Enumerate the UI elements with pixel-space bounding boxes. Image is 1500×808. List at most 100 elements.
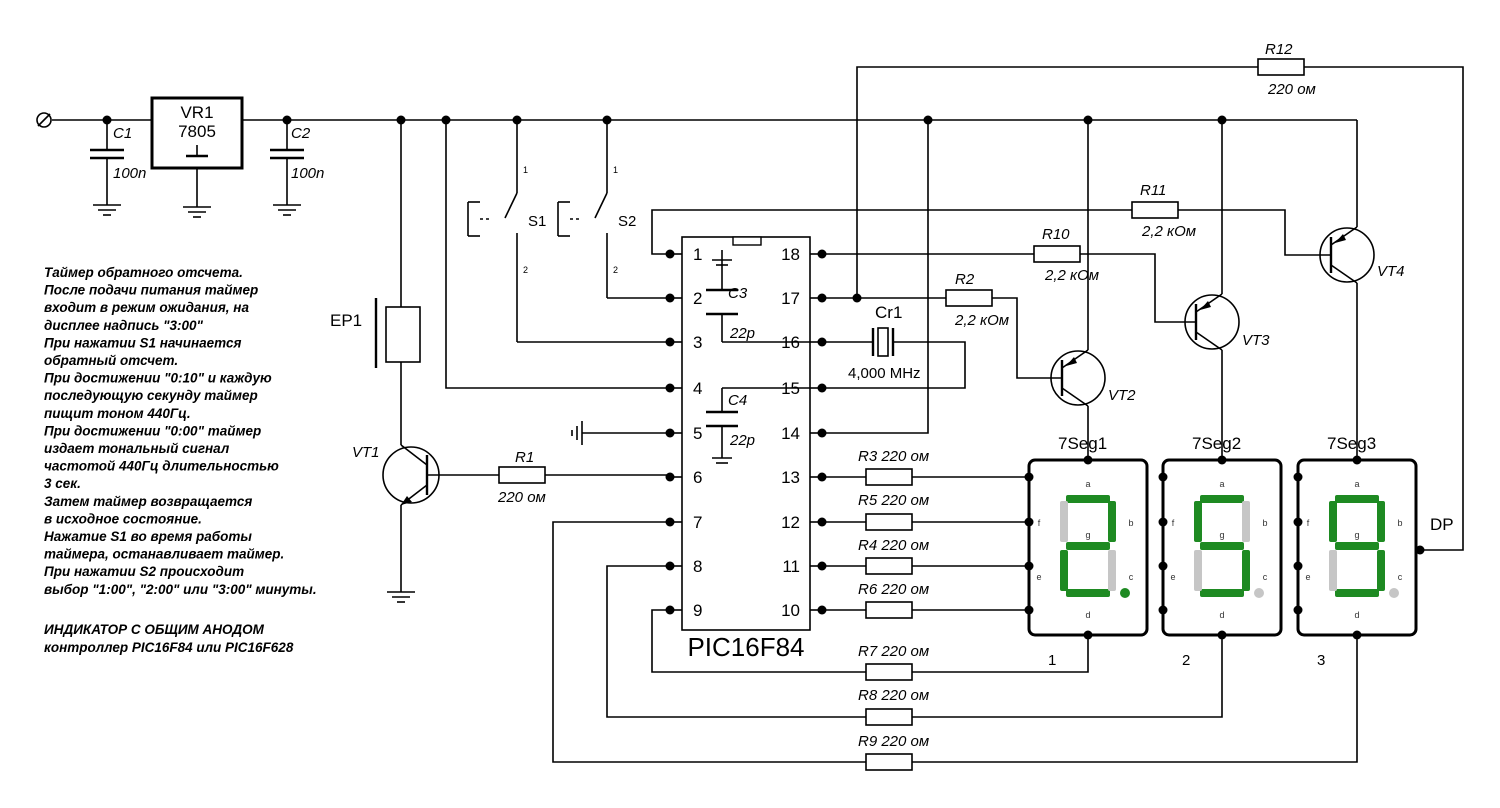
mcu-pin-label-left: 7	[693, 513, 702, 532]
segment-d	[1200, 589, 1244, 597]
r4-label: R4 220 ом	[858, 537, 929, 554]
description-line: Затем таймер возвращается	[44, 494, 252, 509]
description-line: Нажатие S1 во время работы	[44, 529, 252, 544]
mcu-pin-label-left: 8	[693, 557, 702, 576]
capacitor-c1: C1 100n	[90, 120, 146, 216]
segment-c	[1108, 550, 1116, 591]
segment-letter: g	[1085, 530, 1090, 540]
mcu-pin-label-left: 4	[693, 379, 702, 398]
vt4-name: VT4	[1377, 263, 1405, 280]
mcu-pin-label-right: 13	[781, 468, 800, 487]
segment-letter: a	[1354, 479, 1359, 489]
description-line: При достижении "0:00" таймер	[44, 423, 261, 438]
c1-value: 100n	[113, 165, 146, 182]
r12-name: R12	[1265, 41, 1293, 58]
c3-name: C3	[728, 285, 748, 302]
resistor-r10: R10 2,2 кОм	[822, 226, 1196, 323]
segment-e	[1060, 550, 1068, 591]
wire-pin4	[445, 120, 670, 389]
resistor-r7: R7 220 ом	[651, 609, 1089, 681]
mcu-pin-label-right: 14	[781, 424, 800, 443]
transistor-vt2: VT2	[1050, 120, 1136, 460]
segment-letter: d	[1219, 610, 1224, 620]
display-name: 7Seg3	[1327, 434, 1376, 453]
resistor-r12: R12 220 ом	[1257, 41, 1464, 551]
c2-name: C2	[291, 125, 311, 142]
segment-g	[1335, 542, 1379, 550]
description-line: входит в режим ожидания, на	[44, 300, 249, 315]
dp-label: DP	[1430, 515, 1454, 534]
mcu-pin-dot	[665, 337, 675, 347]
mcu-pin-dot	[665, 293, 675, 303]
mcu-pin-label-right: 12	[781, 513, 800, 532]
s2-pin-bottom: 2	[613, 265, 618, 275]
s2-name: S2	[618, 213, 636, 230]
r7-label: R7 220 ом	[858, 643, 929, 660]
description-footer-line: ИНДИКАТОР С ОБЩИМ АНОДОМ	[44, 622, 265, 637]
resistor-r9: R9 220 ом	[552, 521, 1358, 771]
c3-value: 22p	[729, 325, 755, 342]
capacitor-c4: C4 22p	[706, 387, 810, 464]
segment-a	[1335, 495, 1379, 503]
segment-dp	[1389, 588, 1399, 598]
r11-value: 2,2 кОм	[1141, 223, 1196, 240]
mcu-pin-label-left: 3	[693, 333, 702, 352]
s2-pin-top: 1	[613, 165, 618, 175]
resistor-r1: R1 220 ом	[497, 449, 670, 506]
segment-letter: c	[1263, 572, 1268, 582]
segment-d	[1335, 589, 1379, 597]
display-name: 7Seg2	[1192, 434, 1241, 453]
segment-f	[1060, 501, 1068, 542]
c4-name: C4	[728, 392, 747, 409]
segment-f	[1329, 501, 1337, 542]
segment-letter: b	[1397, 518, 1402, 528]
resistor-r4: R4 220 ом	[822, 537, 1029, 575]
buzzer-ep1: EP1	[330, 120, 421, 445]
mcu-name: PIC16F84	[687, 632, 804, 662]
c2-value: 100n	[291, 165, 324, 182]
r6-label: R6 220 ом	[858, 581, 929, 598]
resistor-r11: R11 2,2 кОм	[1131, 182, 1331, 256]
switch-s1: 1 2 S1	[467, 120, 670, 343]
segment-a	[1066, 495, 1110, 503]
s1-pin-top: 1	[523, 165, 528, 175]
segment-letter: e	[1170, 572, 1175, 582]
display-number: 2	[1182, 652, 1190, 669]
description-text: Таймер обратного отсчета.После подачи пи…	[44, 265, 317, 655]
description-line: частотой 440Гц длительностью	[44, 459, 279, 474]
resistor-r8: R8 220 ом	[606, 565, 1223, 726]
s1-name: S1	[528, 213, 546, 230]
r1-value: 220 ом	[497, 489, 546, 506]
capacitor-c2: C2 100n	[270, 120, 324, 216]
r10-value: 2,2 кОм	[1044, 267, 1099, 284]
segment-letter: c	[1129, 572, 1134, 582]
segment-dp	[1254, 588, 1264, 598]
description-line: издает тональный сигнал	[44, 441, 230, 456]
cr1-value: 4,000 MHz	[848, 365, 921, 382]
description-line: При нажатии S2 происходит	[44, 564, 244, 579]
segment-d	[1066, 589, 1110, 597]
segment-b	[1242, 501, 1250, 542]
description-line: Таймер обратного отсчета.	[44, 265, 243, 280]
segment-g	[1066, 542, 1110, 550]
r8-label: R8 220 ом	[858, 687, 929, 704]
segment-letter: a	[1219, 479, 1224, 489]
segment-e	[1194, 550, 1202, 591]
segment-letter: g	[1219, 530, 1224, 540]
segment-c	[1377, 550, 1385, 591]
description-footer-line: контроллер PIC16F84 или PIC16F628	[44, 640, 294, 655]
regulator-vr1: VR1 7805	[150, 96, 244, 218]
c4-value: 22p	[729, 432, 755, 449]
vr1-name: VR1	[180, 103, 213, 122]
segment-f	[1194, 501, 1202, 542]
segment-letter: d	[1085, 610, 1090, 620]
mcu-pin-label-left: 5	[693, 424, 702, 443]
wire-pin1	[651, 209, 1132, 255]
mcu-pin-dot	[665, 249, 675, 259]
description-line: обратный отсчет.	[44, 353, 178, 368]
